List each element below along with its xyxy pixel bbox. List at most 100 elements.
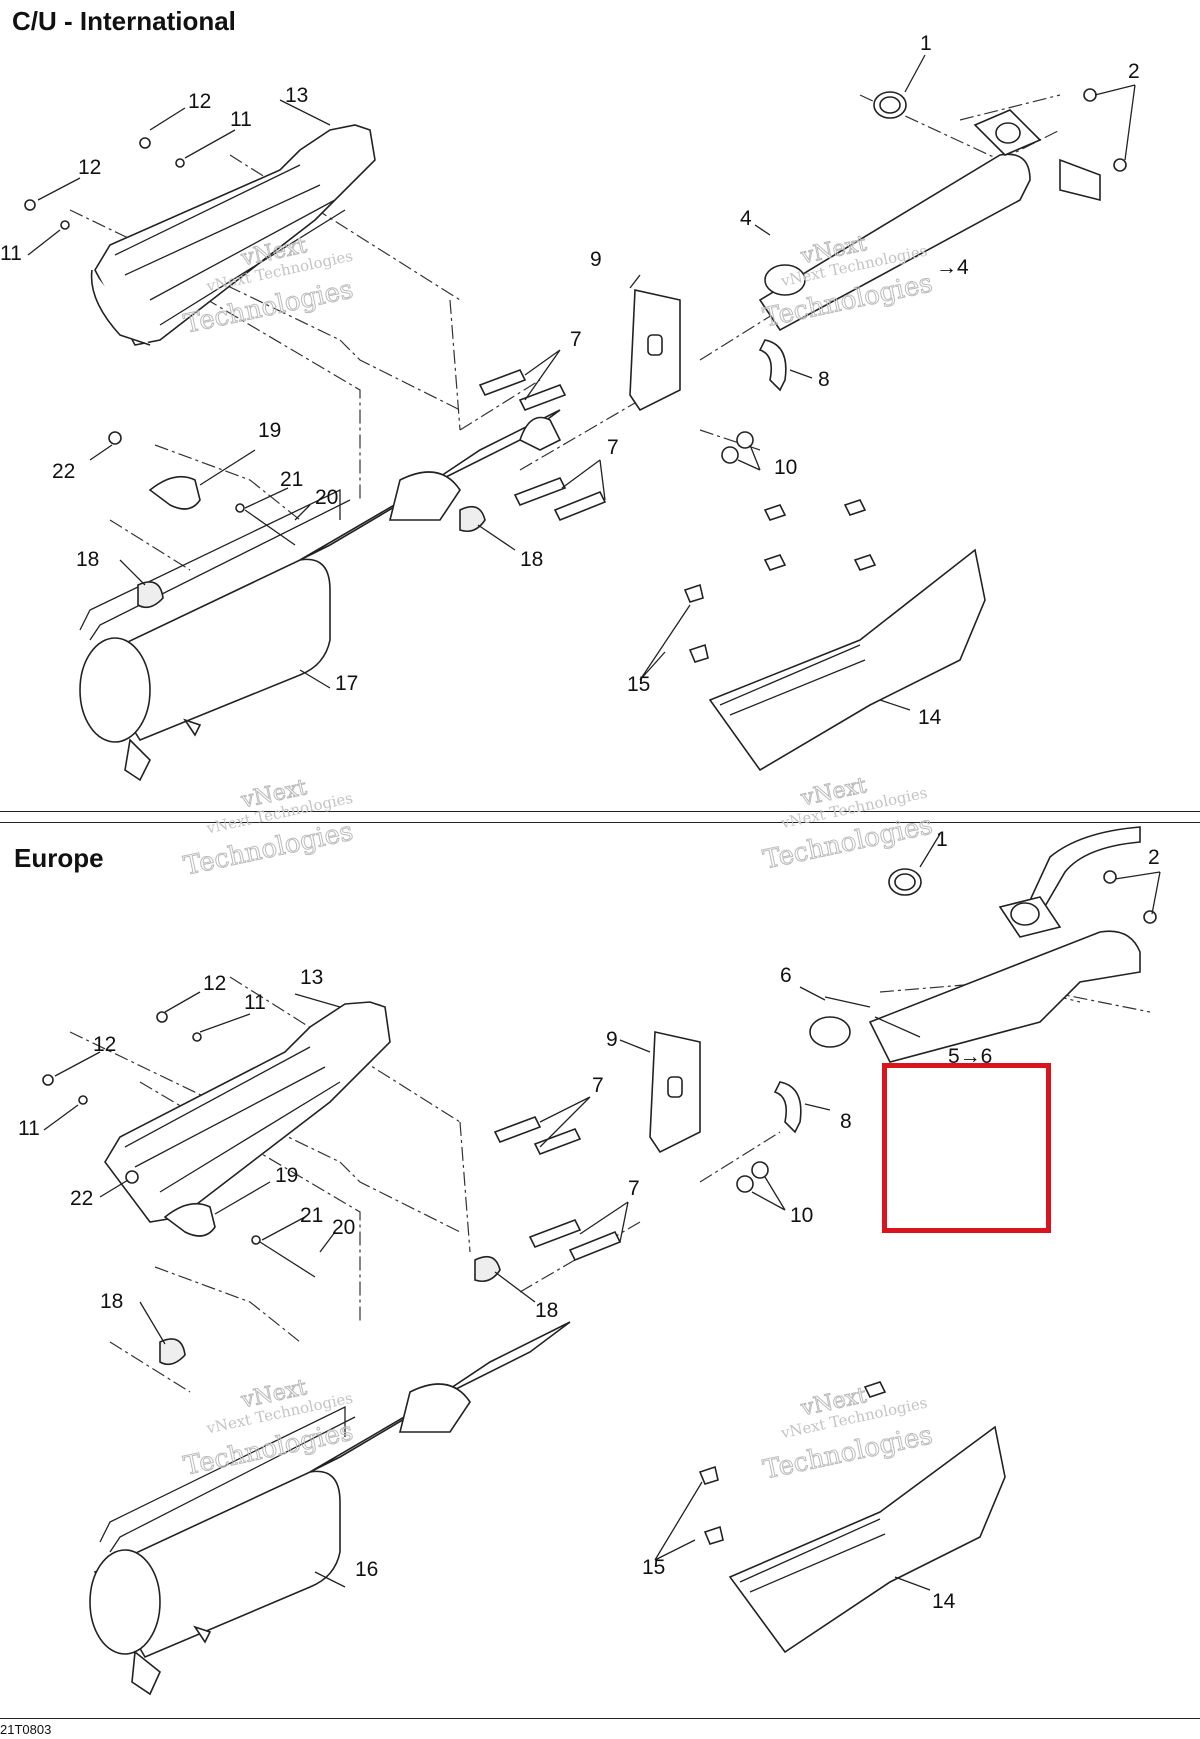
bolt-20 [244,509,296,546]
nut-2b [1113,158,1127,172]
nut-2a [1103,870,1117,884]
nut-22 [108,431,122,445]
callout-20: 20 [332,1216,355,1239]
exploded-diagram-cu-international: 1 2 4 →4 7 7 8 9 10 11 11 12 12 13 14 15… [0,32,1140,782]
footer-divider [0,1718,1200,1719]
bracket-19 [163,1202,216,1237]
clamp-5 [809,1016,851,1048]
spring-8 [773,1081,802,1134]
highlight-box [882,1063,1051,1233]
bolt-10a [736,431,754,449]
washer-11a [192,1032,202,1042]
callout-4: 4 [740,207,752,230]
watermark-bottom-left: vNext vNext Technologies Technologies [181,1375,357,1483]
nut-2b [1143,910,1157,924]
exhaust-pipe [99,1321,571,1553]
spring-8 [758,339,787,392]
section-title-europe: Europe [14,843,104,873]
callout-2: 2 [1128,60,1140,83]
callout-9: 9 [606,1028,618,1051]
washer-11b [78,1095,88,1105]
section-divider-2 [0,822,1200,823]
bolt-10b [721,446,739,464]
callout-10: 10 [790,1204,813,1227]
section-title-cu-international: C/U - International [12,6,236,36]
bolt-10a [751,1161,769,1179]
grommet-18b [159,1338,186,1366]
screw-12a [139,137,151,149]
callout-8: 8 [818,368,830,391]
exploded-diagram-europe: 1 2 5→6 6 7 7 8 9 10 11 11 12 12 13 14 1… [18,773,1161,1696]
screw-12b [24,199,36,211]
springs-7-upper [493,1115,582,1156]
bolt-20 [259,1241,316,1278]
washer-11a [175,158,185,168]
callout-1: 1 [920,32,932,55]
heat-shield-14 [728,1381,1006,1654]
muffler-17 [79,558,331,782]
callout-11b: 11 [18,1117,40,1140]
washer-21 [235,503,245,513]
callout-12a: 12 [203,972,226,995]
clip-15a [698,1465,719,1485]
figure-code: 21T0803 [0,1722,52,1737]
callout-12b: 12 [78,156,101,179]
callout-5-arrow-6: 5→6 [948,1045,992,1068]
callout-13: 13 [300,966,323,989]
washer-11b [60,220,70,230]
callout-7a: 7 [592,1074,604,1097]
exhaust-pipe [79,409,562,641]
heat-shield-14 [708,499,986,772]
callout-7b: 7 [607,436,619,459]
callout-11b: 11 [0,242,22,265]
callout-18b: 18 [100,1290,123,1313]
callout-14: 14 [918,706,942,729]
callout-21: 21 [300,1204,323,1227]
callout-1: 1 [936,828,948,851]
callout-18a: 18 [520,548,543,571]
pin-6 [824,996,871,1008]
section-divider [0,811,1200,812]
callout-9: 9 [590,248,602,271]
screw-12b [42,1074,54,1086]
callout-14: 14 [932,1590,956,1613]
clip-15a [683,583,704,603]
callout-13: 13 [285,84,308,107]
washer-21 [251,1235,261,1245]
callout-21: 21 [280,468,303,491]
outlet-pipe [758,109,1101,332]
callout-22: 22 [70,1187,93,1210]
bracket-19 [148,475,201,510]
callout-8: 8 [840,1110,852,1133]
watermark-bottom-right: vNext vNext Technologies Technologies [760,1383,936,1486]
callout-7b: 7 [628,1177,640,1200]
screw-12a [156,1011,168,1023]
callout-11a: 11 [244,991,266,1014]
callout-16: 16 [355,1558,378,1581]
callout-19: 19 [258,419,281,442]
clip-15b [703,1525,724,1545]
callout-10: 10 [774,456,797,479]
callout-18b: 18 [76,548,99,571]
bolt-10b [736,1175,754,1193]
grommet-18b [137,581,164,609]
springs-7-lower [513,476,607,522]
callout-12a: 12 [188,90,211,113]
callout-6: 6 [780,964,792,987]
clip-15b [688,643,709,663]
clamp-4 [764,264,806,296]
springs-7-lower [528,1218,622,1262]
heat-shield-13 [90,124,376,346]
nut-22 [125,1170,139,1184]
muffler-16 [89,1470,341,1696]
grommet-18a [474,1255,501,1283]
callout-19: 19 [275,1164,298,1187]
callout-17: 17 [335,672,358,695]
callout-11a: 11 [230,108,252,131]
callout-arrow-4: →4 [936,256,969,279]
callout-2: 2 [1148,846,1160,869]
callout-18a: 18 [535,1299,558,1322]
callout-20: 20 [315,486,338,509]
callout-22: 22 [52,460,75,483]
heat-shield-13 [104,1001,391,1223]
